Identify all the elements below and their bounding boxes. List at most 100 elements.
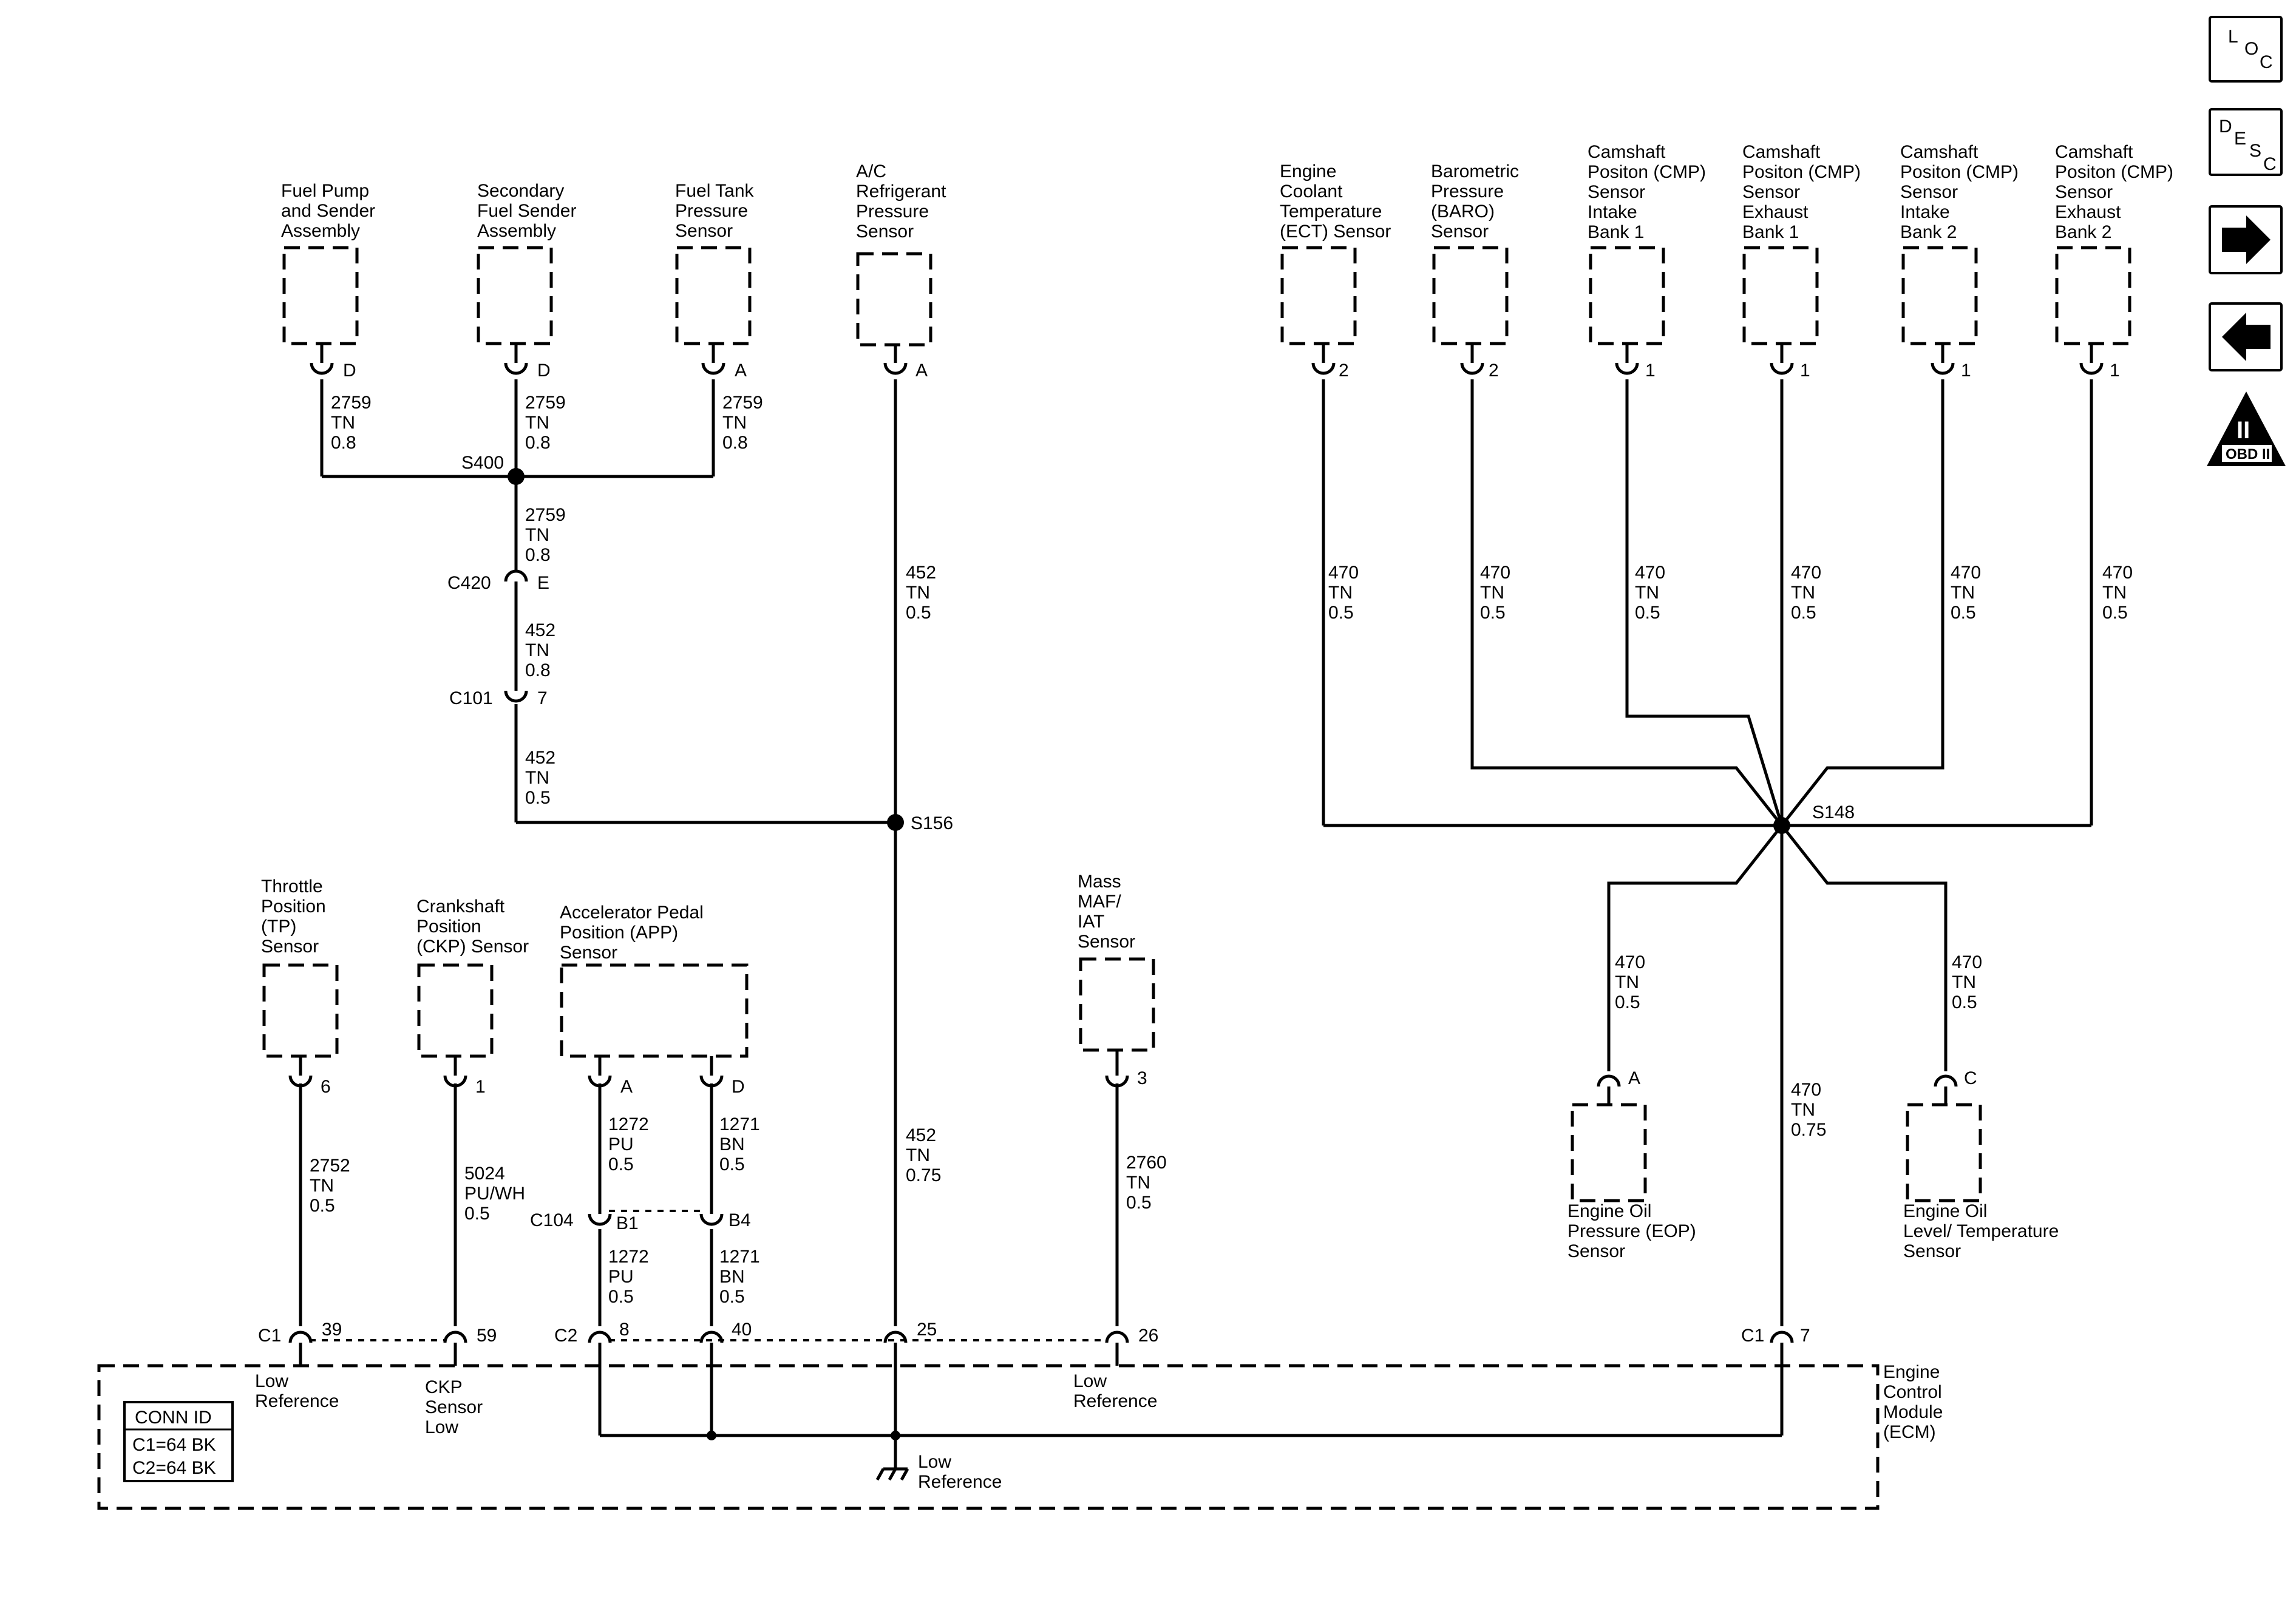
- pin-label: 6: [321, 1077, 331, 1097]
- eop-label: Engine Oil Pressure (EOP) Sensor: [1567, 1201, 1701, 1261]
- app-box: [560, 963, 749, 1058]
- terminal: [1615, 344, 1639, 375]
- nav-loc-c: C: [2260, 52, 2273, 72]
- nav-desc-button[interactable]: D E S C: [2209, 108, 2283, 176]
- pin-label: 40: [732, 1320, 752, 1340]
- ckp-box: [417, 963, 494, 1058]
- pin-label: A: [1628, 1068, 1640, 1088]
- conn-id-line-2: C2=64 BK: [132, 1458, 216, 1478]
- arrow-right-icon: [2222, 215, 2271, 264]
- pin-label: 39: [322, 1320, 342, 1340]
- pin-label: E: [537, 573, 549, 593]
- arrow-left-icon: [2222, 313, 2271, 361]
- terminal: [1311, 344, 1336, 375]
- cmp-intake-2-box: [1901, 246, 1978, 345]
- splice-s156-dot: [887, 814, 904, 831]
- pin-label: 25: [917, 1320, 937, 1340]
- terminal: [699, 1199, 724, 1226]
- pin-label: 1: [2110, 361, 2120, 381]
- component-labels: Fuel Pump and Sender Assembly Secondary …: [261, 142, 2178, 1442]
- nav-desc-s: S: [2249, 141, 2261, 161]
- terminal: [504, 569, 528, 598]
- ecm-box: [97, 1364, 1880, 1510]
- pin-label: 2: [1339, 361, 1349, 381]
- connector-c420-label: C420: [447, 573, 491, 593]
- connector-c101-label: C101: [449, 688, 493, 708]
- terminal: [883, 1331, 908, 1366]
- next-page-button[interactable]: [2209, 205, 2283, 274]
- ac-sensor-label: A/C Refrigerant Pressure Sensor: [856, 161, 951, 242]
- terminal: [443, 1331, 467, 1366]
- ecm-connector-dashes: [310, 1210, 1108, 1341]
- cmp-intake-2-label: Camshaft Positon (CMP) Sensor Intake Ban…: [1900, 142, 2023, 242]
- pin-label: 1: [1961, 361, 1971, 381]
- conn-id-line-1: C1=64 BK: [132, 1435, 216, 1455]
- ckp-label: Crankshaft Position (CKP) Sensor: [416, 897, 529, 957]
- eop-box: [1571, 1103, 1647, 1202]
- connector-ids: C420 C101 C104 C1 C2 C1: [258, 573, 1764, 1346]
- fuel-pump-box: [282, 246, 359, 345]
- terminal: [699, 1331, 724, 1366]
- terminal: [504, 344, 528, 375]
- pin-label: 7: [1800, 1326, 1810, 1346]
- terminal: [701, 344, 725, 375]
- prev-page-button[interactable]: [2209, 302, 2283, 371]
- terminal: [588, 1056, 612, 1088]
- pin-label: 3: [1137, 1068, 1147, 1088]
- app-label: Accelerator Pedal Position (APP) Sensor: [560, 903, 708, 963]
- connector-c104-label: C104: [530, 1210, 574, 1230]
- terminal: [504, 674, 528, 703]
- pin-label: C: [1964, 1068, 1977, 1088]
- cmp-intake-1-label: Camshaft Positon (CMP) Sensor Intake Ban…: [1588, 142, 1711, 242]
- conn-id-box: CONN ID C1=64 BK C2=64 BK: [123, 1401, 234, 1482]
- pin-label: D: [732, 1077, 745, 1097]
- obd-ii-button[interactable]: II OBD II: [2207, 392, 2286, 466]
- terminal: [1770, 344, 1794, 375]
- conn-id-title: CONN ID: [135, 1408, 212, 1428]
- oil-level-box: [1906, 1103, 1982, 1202]
- pin-label: A: [735, 361, 747, 381]
- pin-label: 7: [537, 688, 548, 708]
- pin-label: 8: [619, 1320, 630, 1340]
- maf-box: [1079, 957, 1155, 1052]
- cmp-exhaust-1-box: [1742, 246, 1819, 345]
- nav-loc-button[interactable]: L O C: [2209, 16, 2283, 83]
- connector-c1-label: C1: [258, 1326, 281, 1346]
- terminal: [1770, 1331, 1794, 1366]
- terminal: [443, 1056, 467, 1088]
- terminal: [288, 1331, 313, 1366]
- baro-box: [1432, 246, 1509, 345]
- baro-label: Barometric Pressure (BARO) Sensor: [1431, 161, 1524, 242]
- tp-box: [262, 963, 339, 1058]
- terminal: [2079, 344, 2104, 375]
- pin-labels: D D A A 2 2 1 1 1 1 6 1 A D 3 A C E 7 B1…: [321, 361, 2120, 1346]
- terminal: [699, 1056, 724, 1088]
- obd-ii-label: OBD II: [2226, 446, 2270, 463]
- splice-s148-dot: [1773, 817, 1790, 834]
- cmp-exhaust-2-label: Camshaft Positon (CMP) Sensor Exhaust Ba…: [2055, 142, 2178, 242]
- terminal: [1931, 344, 1955, 375]
- pin-label: B4: [729, 1210, 751, 1230]
- pin-label: B1: [616, 1213, 639, 1233]
- pin-label: 1: [1645, 361, 1656, 381]
